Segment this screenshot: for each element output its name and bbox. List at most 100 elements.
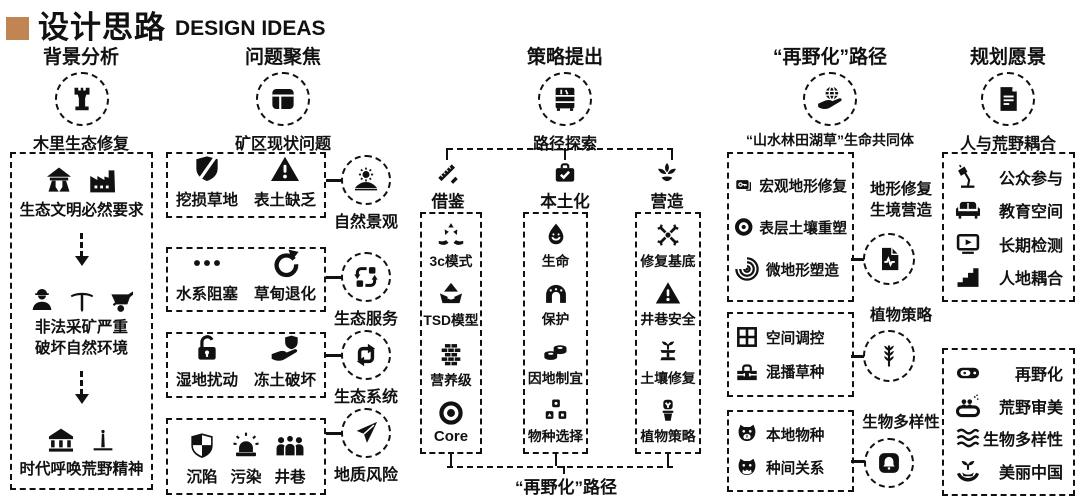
- title-accent-square: [6, 17, 29, 40]
- rotate-icon: [269, 247, 301, 279]
- flow-step-2: 非法采矿严重 破坏自然环境: [27, 285, 137, 358]
- strategy-box-build: 修复基底 井巷安全 土壤修复 植物策略: [635, 212, 701, 454]
- strategy-label: 3c模式: [429, 254, 473, 269]
- unlock-icon: [191, 333, 223, 365]
- shield-half-icon: [186, 430, 218, 462]
- problem-item: 井巷: [274, 430, 306, 487]
- category-eco-services: 生态服务: [334, 252, 398, 329]
- people-icon: [274, 430, 306, 462]
- problems-topic-label: 矿区现状问题: [234, 136, 331, 153]
- pavilion-icon: [42, 164, 76, 198]
- tower-icon: [67, 84, 97, 114]
- bracket-stub: [446, 148, 448, 160]
- rewilding-group-species: 本地物种 种间关系: [727, 410, 854, 492]
- category-label: 生态系统: [334, 389, 399, 406]
- flow-step-text: 生态文明必然要求: [19, 202, 144, 219]
- column-header-background: 背景分析: [42, 47, 119, 68]
- branch-head-reference: 借鉴: [408, 160, 488, 212]
- bracket-stub: [563, 466, 565, 474]
- title-zh: 设计思路: [38, 10, 166, 45]
- background-flow-box: 生态文明必然要求 非法采矿严重 破坏自然环境 时代呼唤荒野精神: [10, 152, 153, 490]
- strategy-box-localize: 生命 保护 因地制宜 物种选择: [523, 212, 588, 454]
- bracket-stub: [450, 454, 452, 466]
- problem-group-4: 沉陷 污染 井巷: [166, 418, 326, 495]
- rewilding-category-circle: [864, 438, 914, 488]
- strategy-label: 因地制宜: [527, 370, 584, 386]
- background-topic-label: 木里生态修复: [32, 136, 129, 153]
- vision-item: 美丽中国: [950, 457, 1067, 485]
- problem-group-1: 挖损草地 表土缺乏: [166, 152, 326, 218]
- rewilding-topic-label: “山水林田湖草”生命共同体: [746, 132, 914, 148]
- problem-item: 湿地扰动: [176, 333, 238, 390]
- battery-icon: [954, 359, 982, 387]
- hand-shield-icon: [269, 333, 301, 365]
- connector-line: [851, 460, 865, 463]
- problem-label: 沉陷: [186, 469, 218, 486]
- rewilding-label: 表层土壤重塑: [759, 220, 847, 237]
- problem-label: 井巷: [274, 469, 306, 486]
- rewilding-item: 微地形塑造: [734, 256, 847, 282]
- strategy-item: TSD模型: [423, 280, 479, 329]
- vision-item: 人地耦合: [950, 263, 1067, 291]
- warning-icon: [654, 279, 682, 307]
- strategy-item: 因地制宜: [528, 338, 583, 387]
- tiger-angry-icon: [734, 455, 760, 481]
- strategy-item: 植物策略: [640, 396, 696, 445]
- vision-item: 长期检测: [950, 230, 1067, 258]
- rewilding-item: 表层土壤重塑: [734, 214, 847, 240]
- problem-item: 水系阻塞: [176, 247, 238, 304]
- rewilding-label: 微地形塑造: [766, 262, 839, 279]
- strategy-item: 保护: [542, 279, 570, 328]
- bracket-stub: [667, 454, 669, 466]
- background-topic-circle: [55, 72, 109, 126]
- siren-icon: [230, 430, 262, 462]
- strategy-item: 营养级: [430, 340, 472, 389]
- bracket-stub: [671, 148, 673, 160]
- arch-icon: [542, 279, 570, 307]
- branch-label: 借鉴: [431, 193, 465, 211]
- vision-group-2: 再野化 荒野审美 生物多样性 美丽中国: [942, 348, 1075, 496]
- problem-label: 污染: [230, 469, 262, 486]
- rewilding-label: 本地物种: [766, 427, 825, 444]
- scatter-icon: [654, 221, 682, 249]
- strategy-label: 营养级: [430, 372, 472, 388]
- strategy-label: TSD模型: [423, 313, 479, 329]
- sync-icon: [352, 263, 380, 291]
- strategy-label: 植物策略: [640, 428, 696, 444]
- hands-recycle-icon: [437, 221, 465, 249]
- rewilding-group-terrain: 宏观地形修复 表层土壤重塑 微地形塑造: [727, 152, 854, 302]
- monitor-play-icon: [954, 230, 982, 258]
- column-header-strategy: 策略提出: [526, 47, 603, 68]
- rewilding-category-label: 生物多样性: [862, 414, 940, 431]
- toolbox-icon: [734, 359, 760, 385]
- problem-label: 挖损草地: [175, 192, 238, 209]
- strategy-item: 物种选择: [528, 396, 583, 445]
- dots-icon: [191, 247, 223, 279]
- window-grid-icon: [734, 324, 760, 350]
- rewilding-item: 种间关系: [734, 455, 847, 481]
- flow-step-3: 时代呼唤荒野精神: [19, 423, 144, 480]
- bricks-icon: [437, 340, 465, 368]
- bracket-top-line: [447, 148, 673, 150]
- drop-icon: [542, 221, 570, 249]
- rewilding-item: 混播草种: [734, 359, 847, 385]
- rewilding-item: 本地物种: [734, 421, 847, 447]
- branch-head-localize: 本土化: [525, 160, 605, 212]
- vision-label: 生物多样性: [982, 432, 1063, 450]
- vision-label: 公众参与: [998, 171, 1063, 189]
- briefcase-check-icon: [552, 160, 578, 186]
- pulse-file-icon: [875, 245, 903, 273]
- connector-line: [326, 179, 342, 182]
- hot-tub-icon: [954, 392, 982, 420]
- problem-group-3: 湿地扰动 冻土破坏: [166, 332, 326, 398]
- rewilding-category-circle: [863, 330, 915, 382]
- shield-slash-icon: [191, 153, 223, 185]
- wheelbarrow-icon: [107, 285, 137, 315]
- bank-icon: [44, 423, 78, 457]
- bracket-bottom-line: [447, 466, 673, 468]
- down-arrow: [74, 370, 89, 411]
- strategy-label: 土壤修复: [640, 370, 696, 386]
- spiral-icon: [734, 256, 760, 282]
- vision-item: 教育空间: [950, 196, 1067, 224]
